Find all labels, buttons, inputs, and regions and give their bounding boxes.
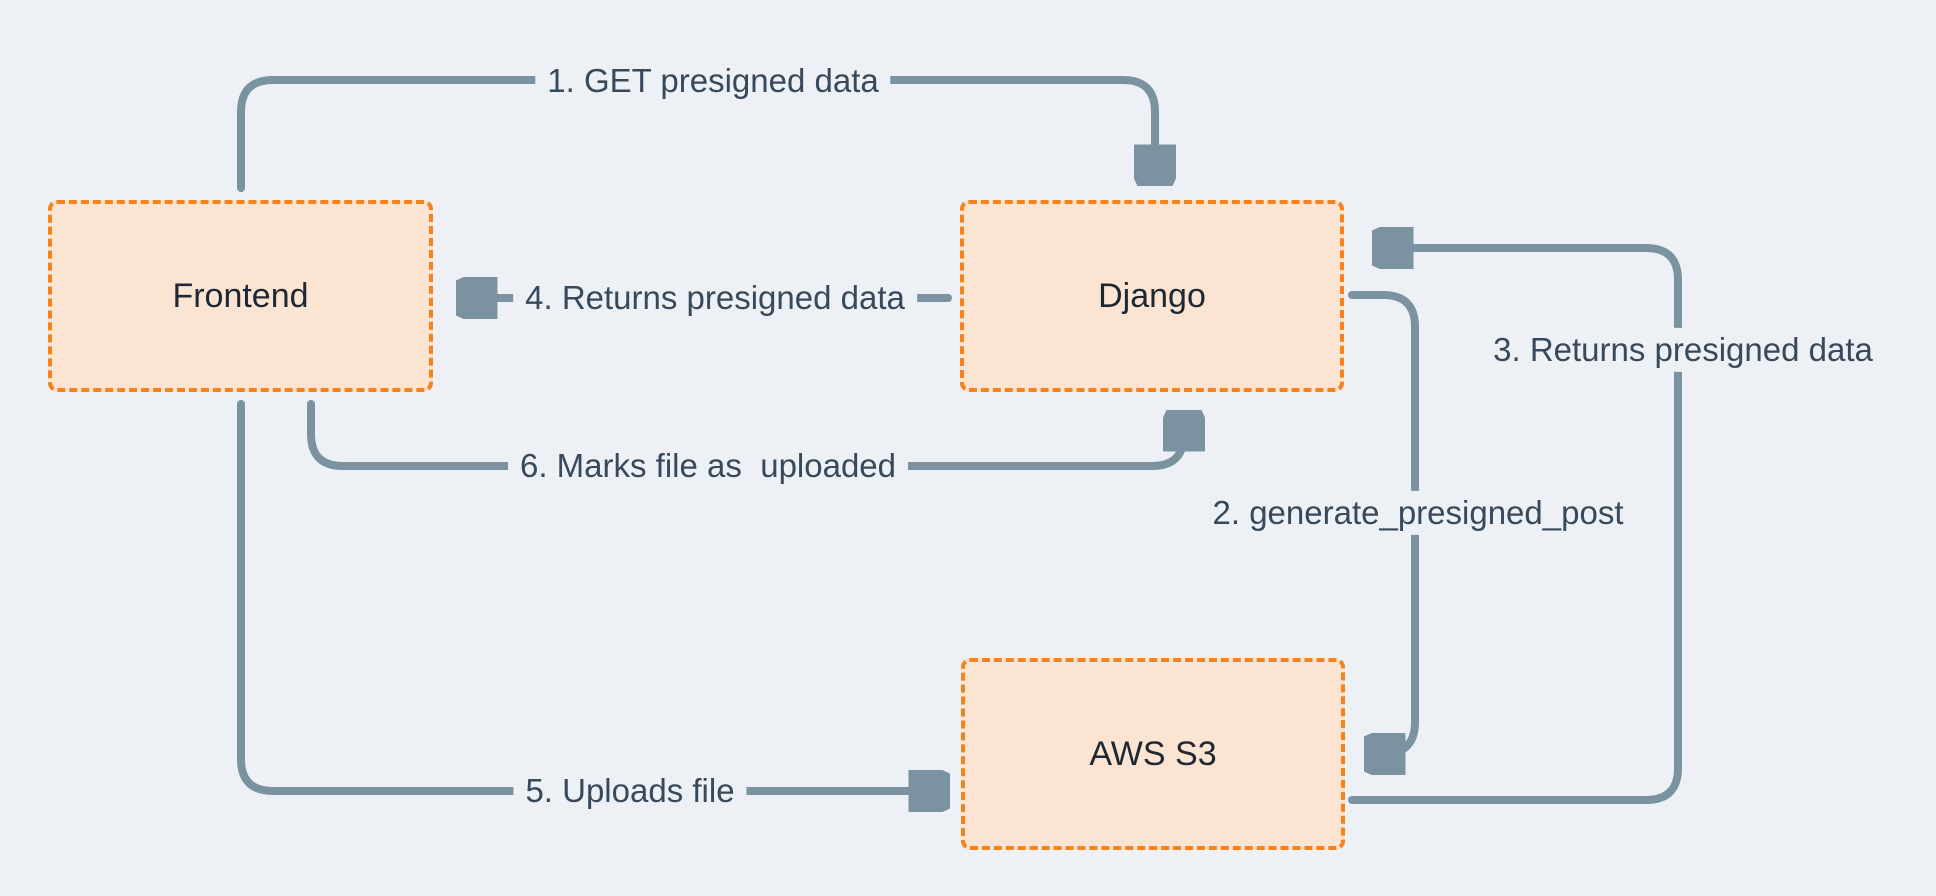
edge-label-4-returns-presigned-data: 4. Returns presigned data (513, 275, 917, 321)
node-frontend-label: Frontend (172, 276, 309, 315)
edge-5-uploads-file (237, 400, 944, 791)
node-django: Django (960, 200, 1344, 392)
node-aws-s3-label: AWS S3 (1089, 734, 1217, 773)
edge-label-1-get-presigned-data: 1. GET presigned data (535, 58, 891, 104)
edge-label-5-uploads-file: 5. Uploads file (513, 768, 747, 814)
node-aws-s3: AWS S3 (961, 658, 1345, 850)
node-django-label: Django (1098, 276, 1206, 315)
edge-3-returns-presigned-data (1348, 248, 1682, 804)
node-frontend: Frontend (48, 200, 433, 392)
edge-label-6-marks-file-uploaded: 6. Marks file as uploaded (507, 443, 909, 489)
edge-label-3-returns-presigned-data: 3. Returns presigned data (1481, 327, 1885, 373)
edge-label-2-generate-presigned-post: 2. generate_presigned_post (1200, 490, 1636, 536)
